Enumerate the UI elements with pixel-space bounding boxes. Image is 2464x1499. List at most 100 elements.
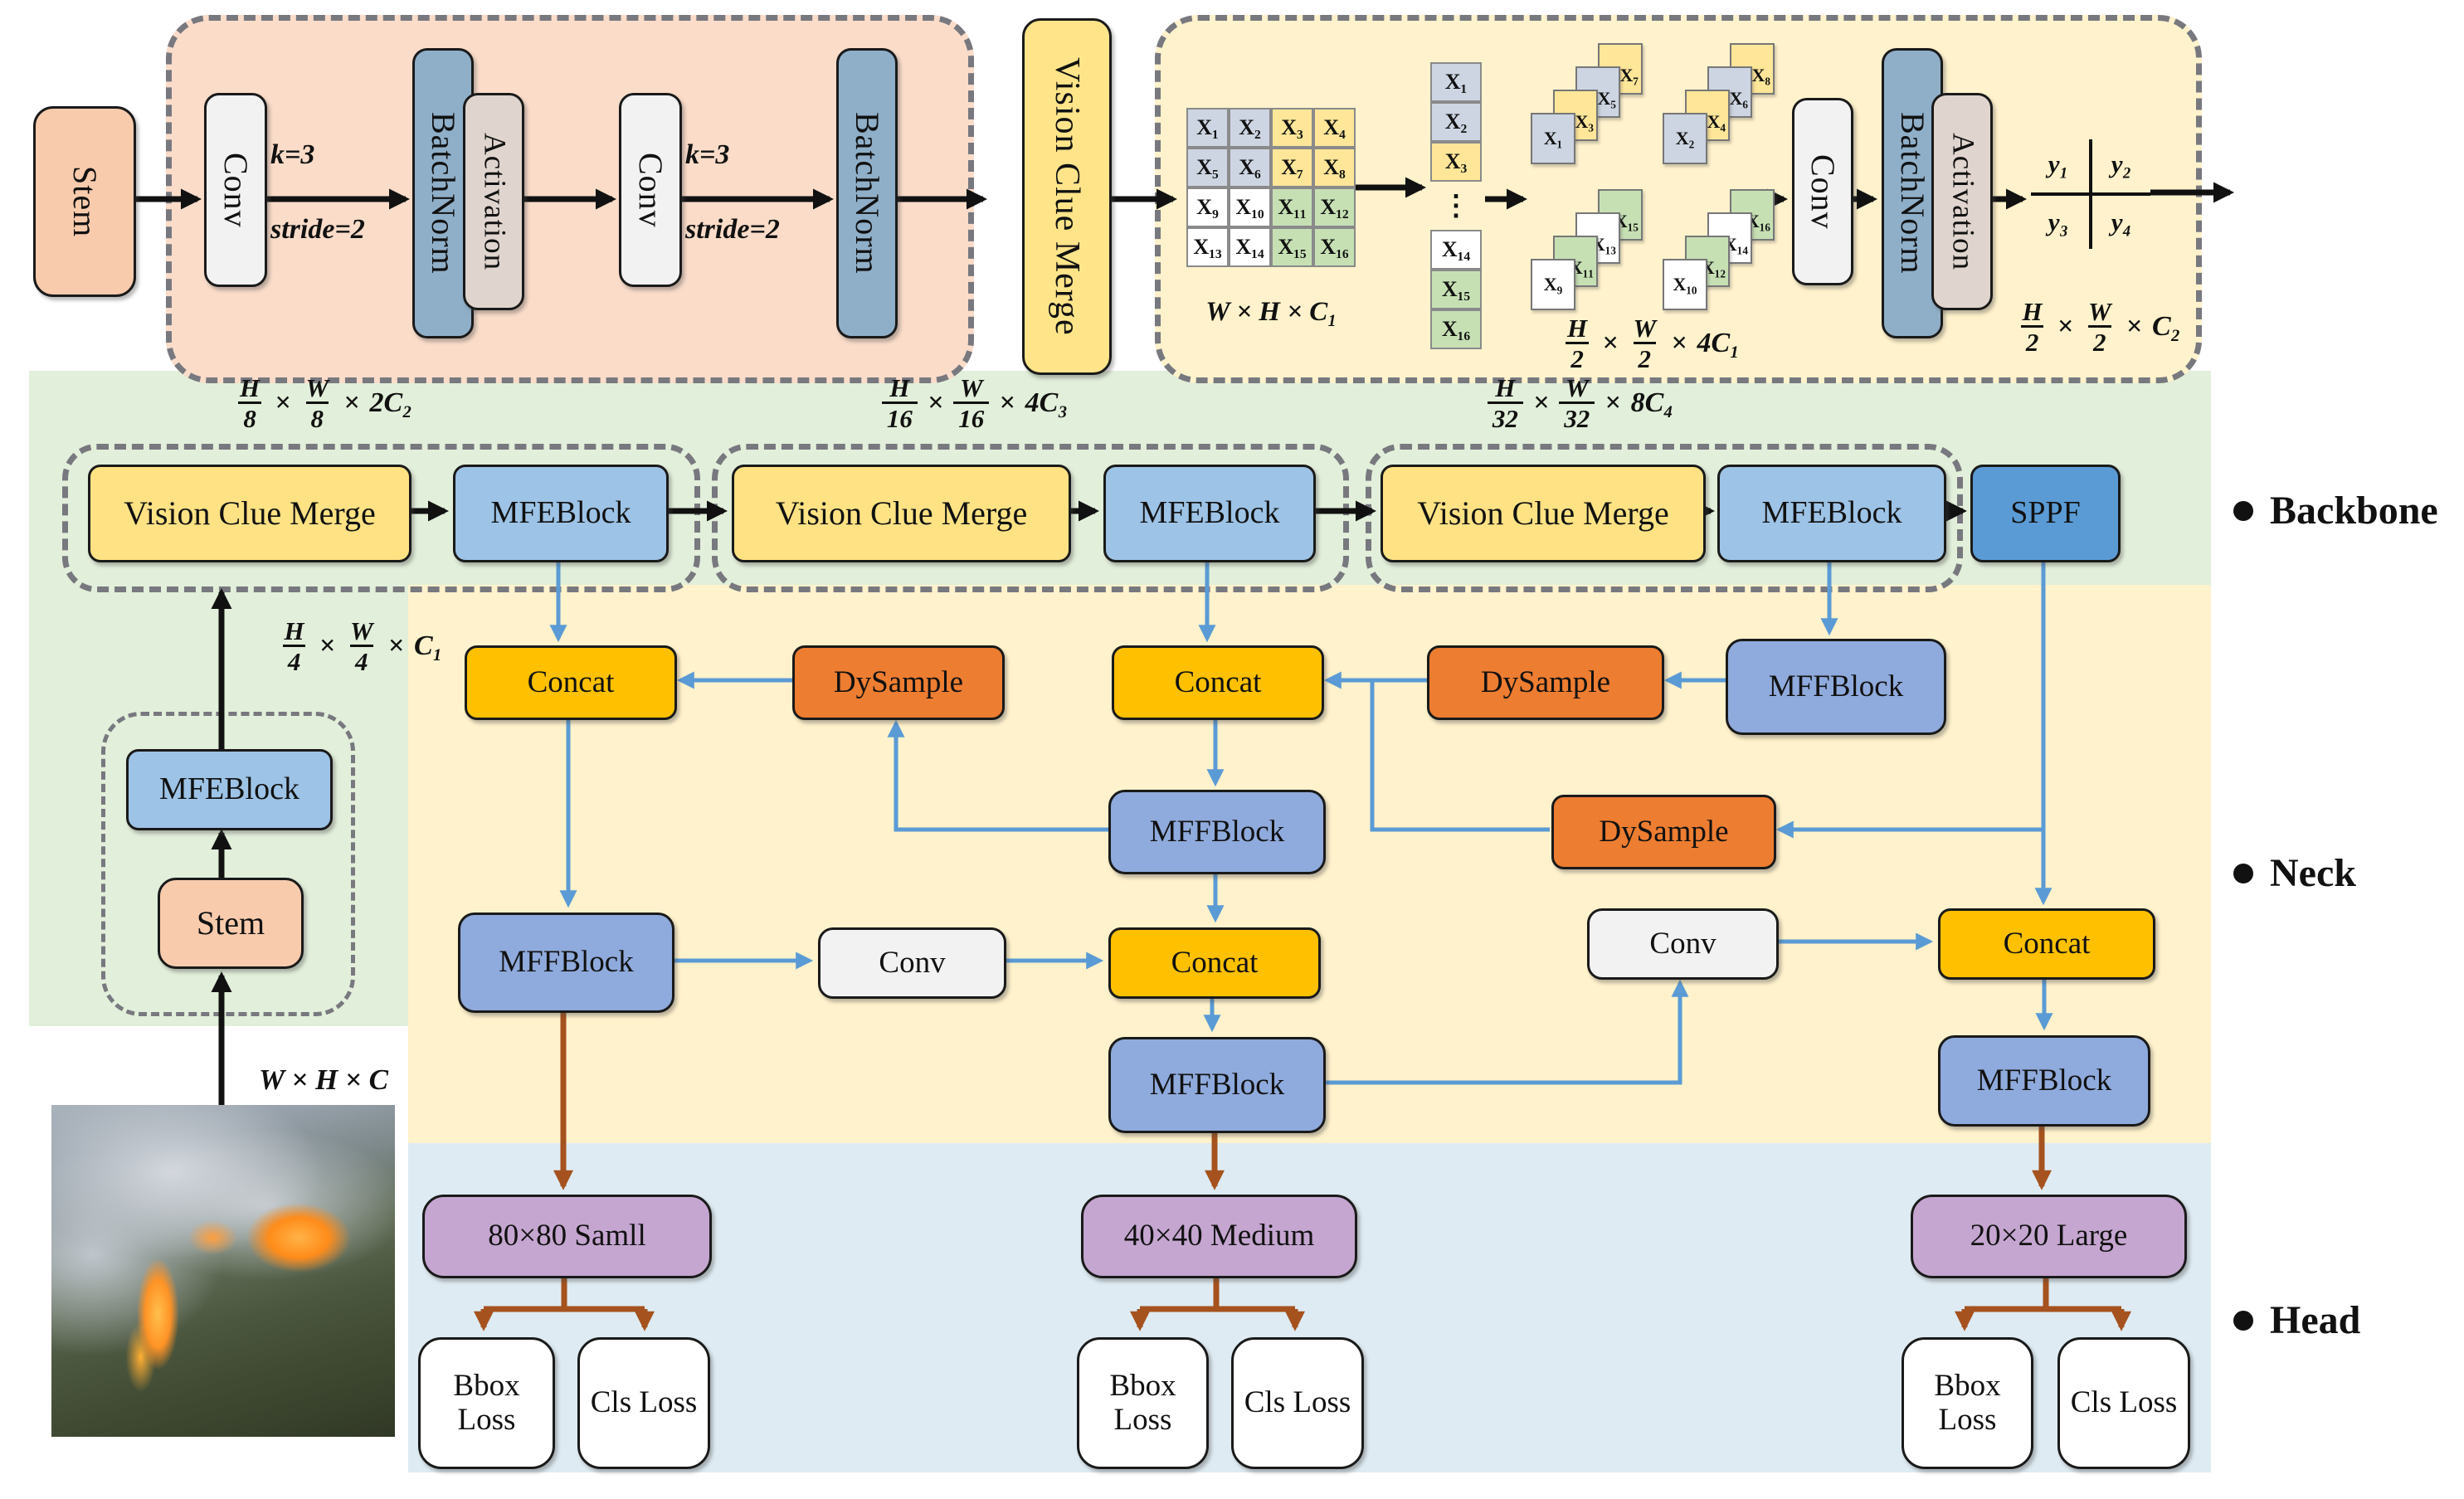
times-sign: × [999,387,1015,419]
dim-denominator: 16 [881,401,918,432]
sppf-label: SPPF [2010,495,2081,531]
cls-loss-small: Cls Loss [577,1337,710,1469]
stem-block: Stem [33,106,136,297]
conv-2-kernel-label: k=3 [685,139,730,170]
conv-3-label: Conv [1804,153,1842,230]
activation-3-label: Activation [1945,132,1980,271]
backbone-section-label: Backbone [2233,488,2438,533]
input-dim-label: W × H × C [259,1063,388,1096]
grid-cell: X₇ [1271,148,1313,187]
dim-channels: 8C₄ [1630,387,1674,419]
section-title: Neck [2270,851,2356,895]
head-section-label: Head [2233,1297,2360,1343]
dim-denominator: 2 [1633,341,1657,372]
mffblock-label: MFFBlock [1149,1067,1285,1102]
output-split-grid: y₁ y₂ y₃ y₄ [2031,139,2150,249]
column-cell: X₃ [1430,142,1482,182]
dim-denominator: 8 [305,401,329,432]
stage1-vision-clue-merge: Vision Clue Merge [88,465,411,562]
cls-loss-medium: Cls Loss [1231,1337,1364,1469]
times-sign: × [319,630,335,662]
dim-denominator: 8 [238,401,261,432]
loss-label: Bbox Loss [453,1368,520,1437]
stage1-mfe-label: MFEBlock [490,495,631,531]
stage1-vcm-label: Vision Clue Merge [124,494,376,532]
dim-channels: 4C₃ [1025,387,1069,419]
input-mfe-label: MFEBlock [159,771,299,807]
concat-label: Concat [2003,926,2091,961]
dim-numerator: W [305,373,329,402]
neck-mffblock-p4: MFFBlock [1108,790,1326,874]
dim-numerator: H [889,373,910,402]
stem-label: Stem [66,165,104,238]
dim-numerator: H [1495,373,1516,402]
times-sign: × [1532,387,1550,419]
concat-label: Concat [1171,945,1259,980]
grid-cell: X₆ [1229,148,1271,187]
grid-cell: X₁₆ [1313,227,1356,267]
vertical-ellipsis: ⋮ [1442,191,1470,221]
bbox-loss-large: Bbox Loss [1902,1337,2033,1469]
stage1-mfeblock: MFEBlock [453,465,669,562]
conv-2-label: Conv [632,152,670,228]
sppf-block: SPPF [1970,465,2121,562]
dim-channels: 4C₁ [1697,328,1740,359]
neck-conv-down1: Conv [818,927,1006,999]
mffblock-label: MFFBlock [1976,1063,2112,1097]
dim-denominator: 2 [2088,324,2111,356]
grid-cell: X₂ [1229,108,1271,148]
vision-clue-merge-label: Vision Clue Merge [1048,57,1087,336]
scale-label: 80×80 Samll [488,1219,646,1253]
flattened-column: X₁ X₂ X₃ ⋮ X₁₄ X₁₅ X₁₆ [1430,62,1482,349]
vision-clue-merge-block: Vision Clue Merge [1022,18,1112,375]
bbox-loss-medium: Bbox Loss [1077,1337,1209,1469]
cluster-card: X₁ [1531,113,1575,164]
dim-numerator: H [240,373,261,402]
head-scale-large: 20×20 Large [1911,1195,2187,1278]
grid-dim-label: W × H × C₁ [1205,297,1337,327]
grid-cell: X₁ [1186,108,1229,148]
grid-cell: X₄ [1313,108,1356,148]
conv-label: Conv [1649,926,1717,961]
batchnorm-2-label: BatchNorm [849,112,886,275]
stage3-mfe-label: MFEBlock [1761,495,1902,531]
conv-block-3: Conv [1792,98,1853,285]
loss-label: Cls Loss [1244,1385,1351,1420]
dim-numerator: W [959,373,983,402]
scale-label: 40×40 Medium [1123,1219,1315,1253]
split-horizontal-line [2031,192,2150,196]
column-cell: X₁₄ [1430,230,1482,270]
neck-conv-down2: Conv [1587,908,1779,980]
loss-label: Bbox Loss [1934,1368,2001,1437]
feature-grid: X₁ X₂ X₃ X₄ X₅ X₆ X₇ X₈ X₉ X₁₀ X₁₁ X₁₂ X… [1186,108,1356,267]
bullet-icon [2233,863,2253,883]
split-cell: y₃ [2048,207,2069,236]
conv-2-stride-label: stride=2 [685,214,780,245]
stage3-vision-clue-merge: Vision Clue Merge [1381,465,1706,562]
dim-denominator: 4 [350,644,373,675]
bullet-icon [2233,1310,2253,1331]
grid-cell: X₁₄ [1229,227,1271,267]
conv-1-kernel-label: k=3 [270,139,315,170]
concat-label: Concat [1174,664,1262,699]
dim-denominator: 2 [1566,341,1589,372]
conv-block-2: Conv [619,93,682,287]
scale-label: 20×20 Large [1970,1219,2128,1253]
neck-mffblock-pan4: MFFBlock [1108,1037,1326,1133]
loss-label: Cls Loss [2070,1385,2178,1420]
dim-numerator: H [2022,297,2043,326]
stage3-vcm-label: Vision Clue Merge [1417,494,1669,532]
mffblock-label: MFFBlock [1768,669,1904,703]
stage2-vcm-label: Vision Clue Merge [775,494,1028,532]
loss-label: Cls Loss [590,1385,698,1420]
column-cell: X₁₅ [1430,270,1482,309]
conv-1-label: Conv [217,152,255,228]
times-sign: × [1605,387,1621,419]
cluster-card: X₂ [1663,113,1707,164]
times-sign: × [2057,311,2073,343]
card-cluster-bl: X₁₅ X₁₃ X₁₁ X₉ [1531,189,1643,311]
input-image [51,1105,395,1437]
dim-denominator: 16 [953,401,990,432]
